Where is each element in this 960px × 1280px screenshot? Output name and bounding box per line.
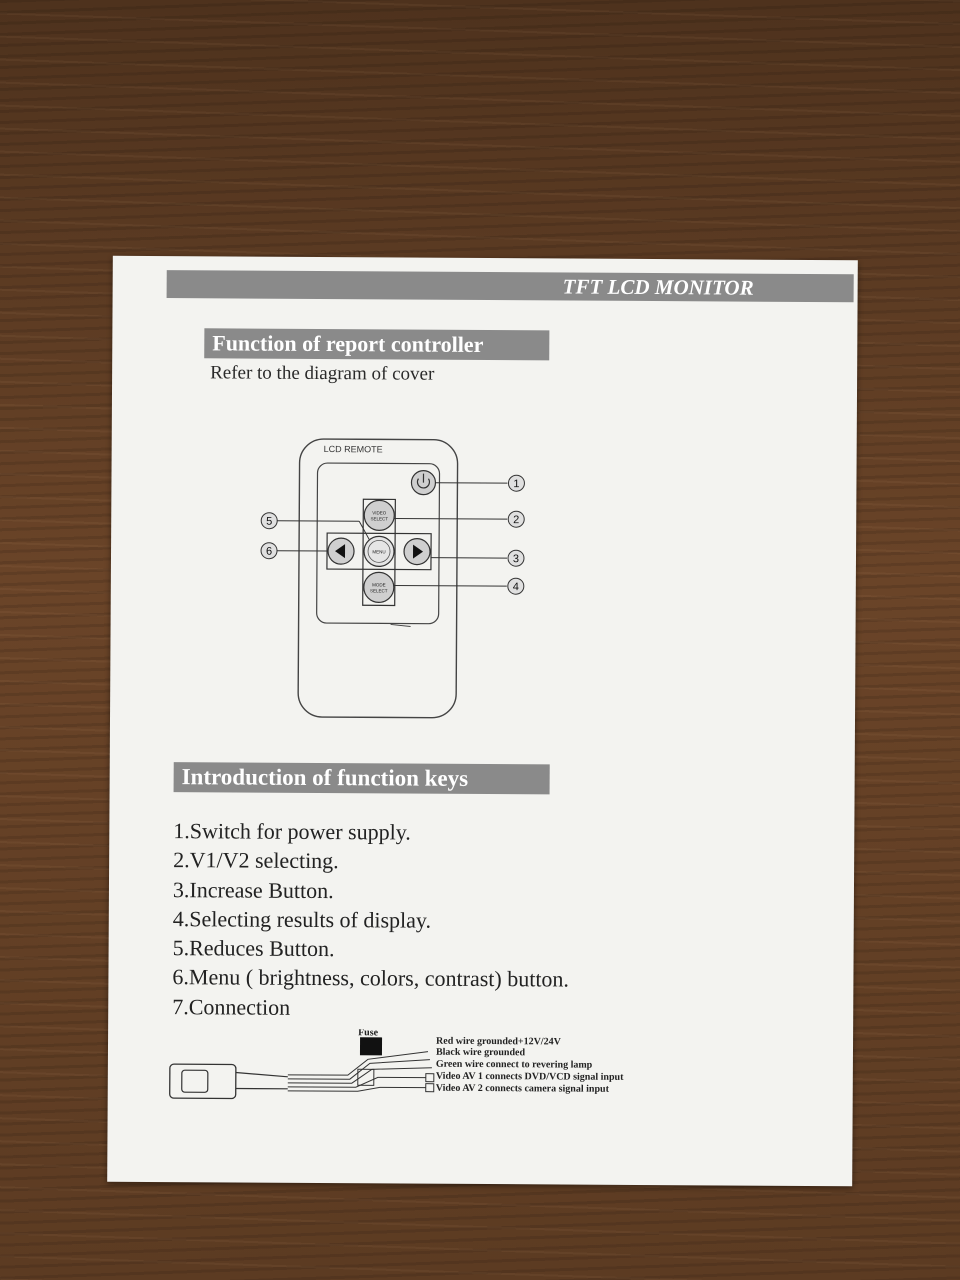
left-arrow-icon — [335, 544, 346, 559]
callout-5: 5 — [260, 512, 278, 530]
svg-text:4: 4 — [513, 581, 519, 593]
svg-text:5: 5 — [266, 516, 272, 528]
section-title-controller: Function of report controller — [204, 328, 550, 361]
fuse-block — [359, 1037, 383, 1056]
svg-text:MENU: MENU — [372, 549, 385, 554]
svg-text:2: 2 — [513, 514, 519, 526]
svg-text:SELECT: SELECT — [370, 588, 388, 593]
callout-2: 2 — [507, 510, 525, 528]
fuse-label: Fuse — [358, 1028, 379, 1038]
list-item: 2.V1/V2 selecting. — [173, 847, 339, 874]
svg-text:3: 3 — [513, 553, 519, 565]
list-item: 7.Connection — [172, 993, 291, 1020]
list-item: 1.Switch for power supply. — [173, 818, 411, 845]
svg-text:1: 1 — [513, 478, 519, 490]
header-title: TFT LCD MONITOR — [562, 273, 754, 300]
manual-page: TFT LCD MONITOR Function of report contr… — [107, 255, 858, 1187]
list-item: 4.Selecting results of display. — [172, 906, 432, 933]
callout-3: 3 — [507, 549, 525, 567]
section-subtitle: Refer to the diagram of cover — [210, 362, 435, 385]
power-icon — [416, 478, 431, 489]
right-arrow-icon — [412, 544, 424, 559]
wire-label-av2: Video AV 2 connects camera signal input — [436, 1083, 610, 1095]
section-title-function-keys: Introduction of function keys — [173, 762, 550, 795]
list-item: 5.Reduces Button. — [172, 935, 335, 962]
svg-text:SELECT: SELECT — [370, 516, 388, 521]
callout-4: 4 — [507, 577, 525, 595]
header-bar: TFT LCD MONITOR — [166, 270, 854, 303]
section-title-text: Introduction of function keys — [181, 764, 469, 791]
callout-6: 6 — [260, 542, 278, 560]
connection-diagram: Fuse Red wire grounded+12V/24V Black wir… — [169, 1028, 624, 1100]
callout-1: 1 — [507, 474, 525, 492]
wire-label-green: Green wire connect to revering lamp — [436, 1059, 593, 1071]
video-select-button — [363, 499, 395, 531]
svg-text:MODE: MODE — [372, 582, 386, 587]
function-key-list: 1.Switch for power supply. 2.V1/V2 selec… — [172, 816, 570, 1023]
mode-select-button — [363, 571, 395, 603]
connector-plug — [169, 1063, 237, 1100]
wire-label-black: Black wire grounded — [436, 1047, 526, 1059]
remote-body-outline — [297, 438, 459, 719]
wire-label-av1: Video AV 1 connects DVD/VCD signal input — [436, 1071, 624, 1083]
remote-keypad-outline — [316, 462, 441, 625]
svg-text:VIDEO: VIDEO — [372, 510, 387, 515]
remote-diagram: LCD REMOTE VIDEO SELECT MENU MODE SELECT… — [260, 438, 525, 719]
list-item: 6.Menu ( brightness, colors, contrast) b… — [172, 964, 570, 993]
wire-label-red: Red wire grounded+12V/24V — [436, 1036, 562, 1048]
remote-label: LCD REMOTE — [324, 444, 383, 454]
svg-text:6: 6 — [266, 546, 272, 558]
section-title-text: Function of report controller — [212, 330, 484, 357]
list-item: 3.Increase Button. — [172, 876, 334, 903]
